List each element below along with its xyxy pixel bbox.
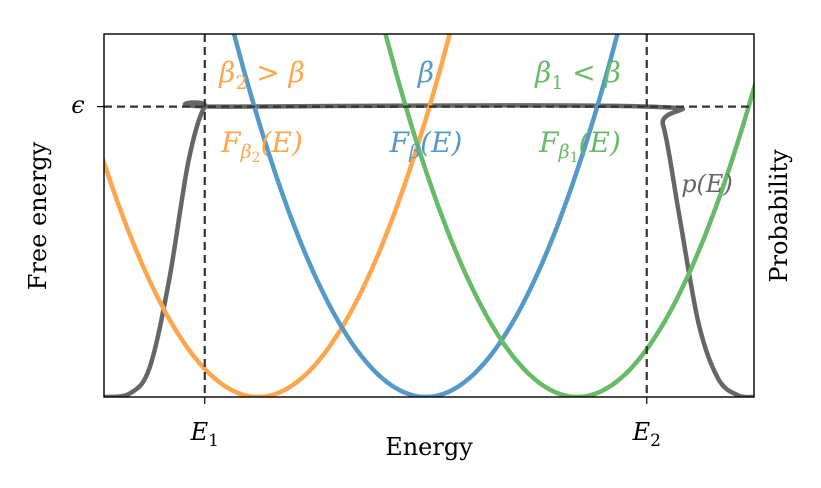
annotation-F-beta2: Fβ2(E) — [220, 126, 303, 166]
x-tick-label-e1: E1 — [190, 418, 219, 451]
annotation-F-beta1: Fβ1(E) — [538, 126, 621, 166]
series-line-f-1-e- — [383, 34, 754, 397]
x-tick-label-e2: E2 — [632, 418, 661, 451]
y-tick-label-epsilon: ϵ — [71, 91, 84, 119]
plot-frame — [103, 33, 755, 398]
annotation-beta2-condition: β2 > β — [218, 56, 305, 94]
x-axis-label: Energy — [385, 433, 473, 461]
annotation-p-of-E: p(E) — [681, 170, 733, 198]
y-axis-label-right: Probability — [765, 149, 793, 283]
series-line-f-2-e- — [104, 34, 453, 397]
annotation-F-beta: Fβ(E) — [389, 126, 463, 163]
annotation-beta: β — [417, 56, 434, 89]
y-axis-label-left: Free energy — [24, 141, 52, 290]
curves-layer — [104, 34, 754, 397]
annotation-beta1-condition: β1 < β — [534, 56, 621, 94]
series-line-f-e- — [231, 34, 620, 397]
guides-layer — [104, 34, 754, 397]
